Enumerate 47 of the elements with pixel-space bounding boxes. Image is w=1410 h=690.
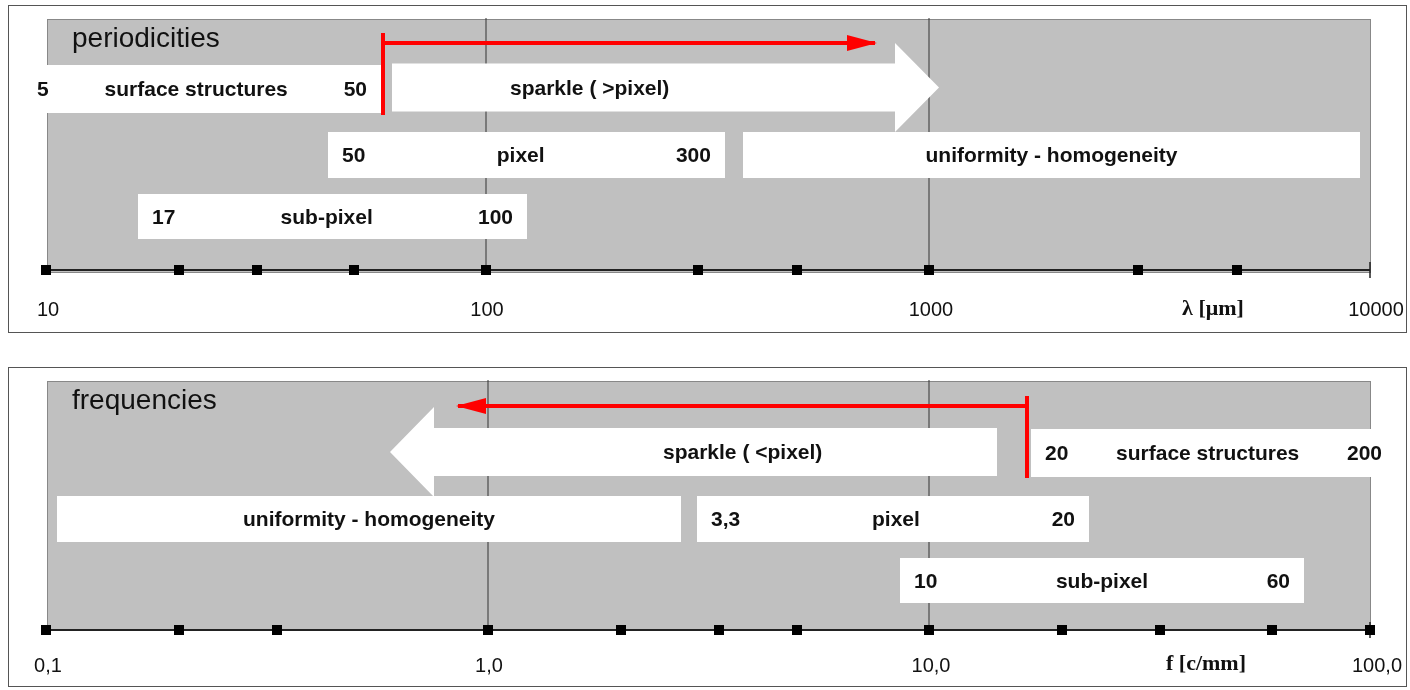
range-value: 200 [1346, 441, 1382, 465]
range-value: 60 [1266, 568, 1290, 593]
arrow [456, 394, 1029, 480]
panel-title: periodicities [72, 22, 220, 54]
range-value: 5 [37, 77, 49, 101]
chart-panel [8, 5, 1407, 333]
range-label: uniformity - homogeneity [243, 507, 495, 531]
range-label: surface structures [1116, 441, 1300, 465]
tick-label: 10 [36, 298, 60, 321]
range-label: sub-pixel [280, 204, 373, 229]
block-arrow [392, 43, 939, 132]
range-bar [328, 132, 725, 178]
plot-area [47, 19, 1371, 273]
arrow-label: sparkle ( <pixel) [663, 440, 823, 464]
panel-title: frequencies [72, 384, 217, 416]
range-value: 300 [675, 143, 711, 167]
range-value: 17 [152, 204, 176, 229]
range-value: 10 [914, 568, 938, 593]
arrow-label: sparkle ( >pixel) [510, 75, 670, 100]
range-value: 20 [1045, 441, 1069, 465]
tick-label: 100,0 [1351, 654, 1403, 677]
tick-label: 1000 [908, 298, 954, 321]
range-label: surface structures [104, 77, 288, 101]
range-value: 100 [477, 204, 513, 229]
tick-label: 0,1 [34, 654, 62, 677]
range-bar [57, 496, 681, 542]
axis-title: f [c/mm] [1166, 650, 1246, 676]
axis-title: λ [μm] [1182, 295, 1244, 321]
tick-label: 10000 [1348, 298, 1404, 321]
range-label: sub-pixel [1055, 568, 1149, 593]
range-label: uniformity - homogeneity [925, 143, 1178, 167]
chart-panel [8, 367, 1407, 687]
tick-label: 100 [470, 298, 504, 321]
block-arrow [390, 407, 997, 497]
range-value: 50 [342, 143, 366, 167]
range-label: pixel [496, 143, 545, 167]
tick-label: 1,0 [475, 654, 503, 677]
range-bar [743, 132, 1360, 178]
range-value: 20 [1051, 507, 1075, 531]
range-bar [138, 194, 527, 239]
arrow [381, 31, 877, 117]
range-bar [697, 496, 1089, 542]
range-bar [900, 558, 1304, 603]
range-value: 50 [343, 77, 367, 101]
tick-label: 10,0 [911, 654, 951, 677]
range-value: 3,3 [711, 507, 741, 531]
range-label: pixel [872, 507, 920, 531]
